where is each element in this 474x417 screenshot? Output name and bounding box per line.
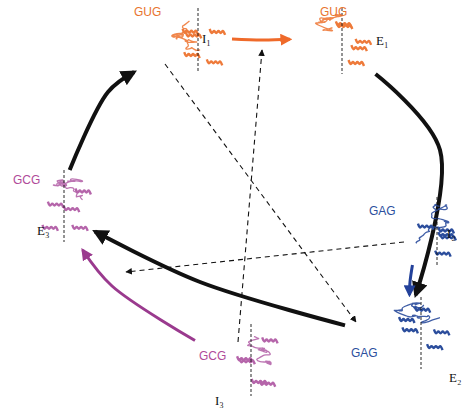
helix-segment xyxy=(351,45,366,51)
helix-segment xyxy=(349,60,364,66)
state-label: I₁ xyxy=(202,32,211,46)
helix-segment xyxy=(210,29,225,35)
axis-line xyxy=(421,297,422,369)
state-label: I₂ xyxy=(447,227,456,241)
protein-structure: GUG E₁ xyxy=(290,2,400,74)
state-label: I₃ xyxy=(215,394,224,408)
helix-segment xyxy=(252,379,267,385)
helix-segment xyxy=(356,39,371,45)
state-label: E₂ xyxy=(449,371,461,385)
axis-line xyxy=(198,8,199,72)
axis-line xyxy=(64,170,65,242)
transition-arrow xyxy=(376,74,442,295)
helix-segment xyxy=(75,188,90,194)
helix-segment xyxy=(402,327,417,333)
helix-segment xyxy=(435,251,450,257)
axis-line xyxy=(437,197,438,265)
codon-label: GCG xyxy=(199,350,226,363)
protein-structure: GUG I₁ xyxy=(128,2,232,72)
helix-segment xyxy=(399,317,414,323)
protein-structure: GAG E₂ xyxy=(345,295,470,393)
helix-segment xyxy=(415,307,430,313)
transition-arrow xyxy=(70,72,135,170)
helix-segment xyxy=(184,52,199,58)
helix-segment xyxy=(207,59,222,65)
codon-label: GAG xyxy=(351,347,378,360)
protein-structure: GAG I₂ xyxy=(365,195,470,265)
helix-segment xyxy=(237,356,252,362)
protein-structure: GCG E₃ xyxy=(5,170,95,250)
helix-segment xyxy=(337,23,352,29)
helix-segment xyxy=(427,344,442,350)
codon-label: GCG xyxy=(13,174,40,187)
helix-segment xyxy=(434,329,449,335)
transition-arrow xyxy=(409,265,412,295)
protein-ribbon xyxy=(195,320,277,415)
helix-segment xyxy=(183,29,198,35)
codon-label: GAG xyxy=(369,205,396,218)
helix-segment xyxy=(418,224,433,230)
transition-arrow xyxy=(232,39,290,40)
codon-label: GUG xyxy=(134,6,161,19)
state-label: E₁ xyxy=(376,34,388,48)
transition-arrow xyxy=(83,250,195,341)
protein-structure: GCG I₃ xyxy=(195,320,277,415)
axis-line xyxy=(251,324,252,396)
ribbon-trace xyxy=(394,303,440,323)
helix-segment xyxy=(262,337,277,343)
ribbon-trace xyxy=(53,179,82,200)
helix-segment xyxy=(48,202,63,208)
codon-label: GUG xyxy=(320,6,347,19)
helix-segment xyxy=(64,206,79,212)
state-label: E₃ xyxy=(37,224,49,238)
dashed-line xyxy=(165,64,356,322)
transition-arrow xyxy=(95,232,345,326)
helix-segment xyxy=(72,225,87,231)
